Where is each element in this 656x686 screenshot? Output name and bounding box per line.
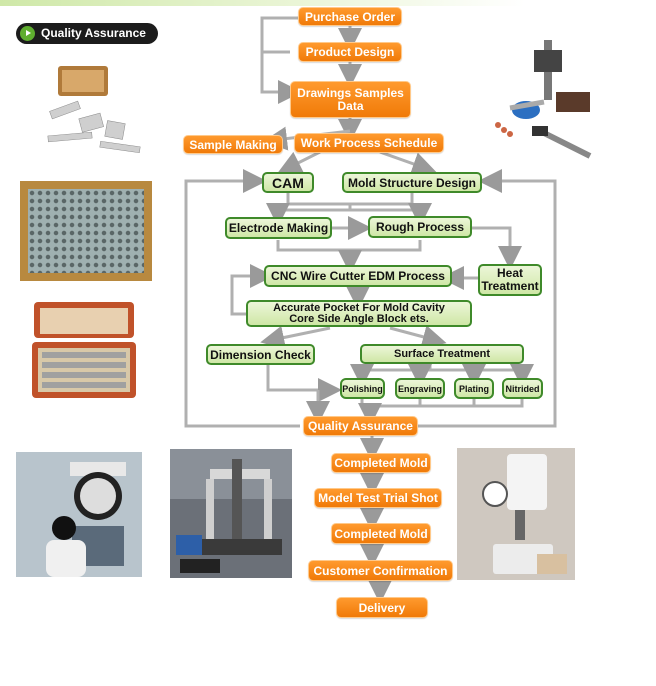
- surface-treatment-label: Surface Treatment: [394, 348, 490, 360]
- drawings-samples-data-label: Drawings Samples Data: [297, 85, 404, 113]
- customer-confirmation-box: Customer Confirmation: [308, 560, 453, 581]
- hardness-tester-photo: [457, 448, 575, 580]
- customer-confirmation-label: Customer Confirmation: [313, 563, 448, 578]
- electrode-making-label: Electrode Making: [228, 221, 329, 235]
- product-design-label: Product Design: [305, 45, 395, 59]
- profile-projector-operator-photo: [16, 452, 142, 577]
- cmm-machine-photo: [170, 449, 292, 578]
- work-process-schedule-box: Work Process Schedule: [294, 133, 444, 153]
- completed-mold-label-1: Completed Mold: [334, 456, 428, 470]
- mold-structure-design-box: Mold Structure Design: [342, 172, 482, 193]
- quality-assurance-label: Quality Assurance: [308, 419, 413, 433]
- product-design-box: Product Design: [298, 42, 402, 62]
- drawings-samples-data-box: Drawings Samples Data: [290, 81, 411, 118]
- accurate-pocket-label: Accurate Pocket For Mold Cavity Core Sid…: [273, 301, 445, 325]
- delivery-label: Delivery: [358, 600, 406, 615]
- engraving-box: Engraving: [395, 378, 445, 399]
- measuring-tools-photo: [486, 30, 606, 160]
- completed-mold-label-2: Completed Mold: [334, 526, 428, 541]
- polishing-label: Polishing: [342, 383, 383, 394]
- rough-process-label: Rough Process: [375, 220, 465, 234]
- heat-treatment-label: Heat Treatment: [481, 266, 539, 293]
- accurate-pocket-box: Accurate Pocket For Mold Cavity Core Sid…: [246, 300, 472, 327]
- purchase-order-label: Purchase Order: [304, 9, 396, 24]
- heat-treatment-box: Heat Treatment: [478, 264, 542, 296]
- cnc-wire-cutter-box: CNC Wire Cutter EDM Process: [264, 265, 452, 287]
- gauge-block-box-photo: [30, 300, 138, 400]
- sample-making-label: Sample Making: [189, 137, 277, 152]
- completed-mold-box-2: Completed Mold: [331, 523, 431, 544]
- cam-label: CAM: [272, 174, 304, 191]
- top-decor-bar: [0, 0, 656, 6]
- quality-assurance-box: Quality Assurance: [303, 416, 418, 436]
- section-header: Quality Assurance: [16, 23, 158, 44]
- dimension-check-box: Dimension Check: [206, 344, 315, 365]
- purchase-order-box: Purchase Order: [298, 7, 402, 26]
- rough-process-box: Rough Process: [368, 216, 472, 238]
- dimension-check-label: Dimension Check: [210, 347, 311, 362]
- plating-box: Plating: [454, 378, 494, 399]
- surface-treatment-box: Surface Treatment: [360, 344, 524, 364]
- completed-mold-box-1: Completed Mold: [331, 453, 431, 473]
- pin-gauge-set-photo: [20, 181, 152, 281]
- plating-label: Plating: [458, 383, 489, 394]
- section-title: Quality Assurance: [41, 26, 146, 40]
- cnc-wire-cutter-label: CNC Wire Cutter EDM Process: [271, 269, 445, 283]
- gauge-block-set-photo: [40, 60, 150, 160]
- polishing-box: Polishing: [340, 378, 385, 399]
- work-process-schedule-label: Work Process Schedule: [300, 136, 438, 150]
- delivery-box: Delivery: [336, 597, 428, 618]
- electrode-making-box: Electrode Making: [225, 217, 332, 239]
- engraving-label: Engraving: [397, 383, 442, 394]
- nitrided-label: Nitrided: [505, 383, 540, 394]
- model-test-trial-shot-box: Model Test Trial Shot: [314, 488, 442, 508]
- cam-box: CAM: [262, 172, 314, 193]
- model-test-trial-shot-label: Model Test Trial Shot: [318, 491, 438, 505]
- sample-making-box: Sample Making: [183, 135, 283, 154]
- play-arrow-icon: [20, 26, 35, 41]
- nitrided-box: Nitrided: [502, 378, 543, 399]
- mold-structure-design-label: Mold Structure Design: [347, 175, 476, 190]
